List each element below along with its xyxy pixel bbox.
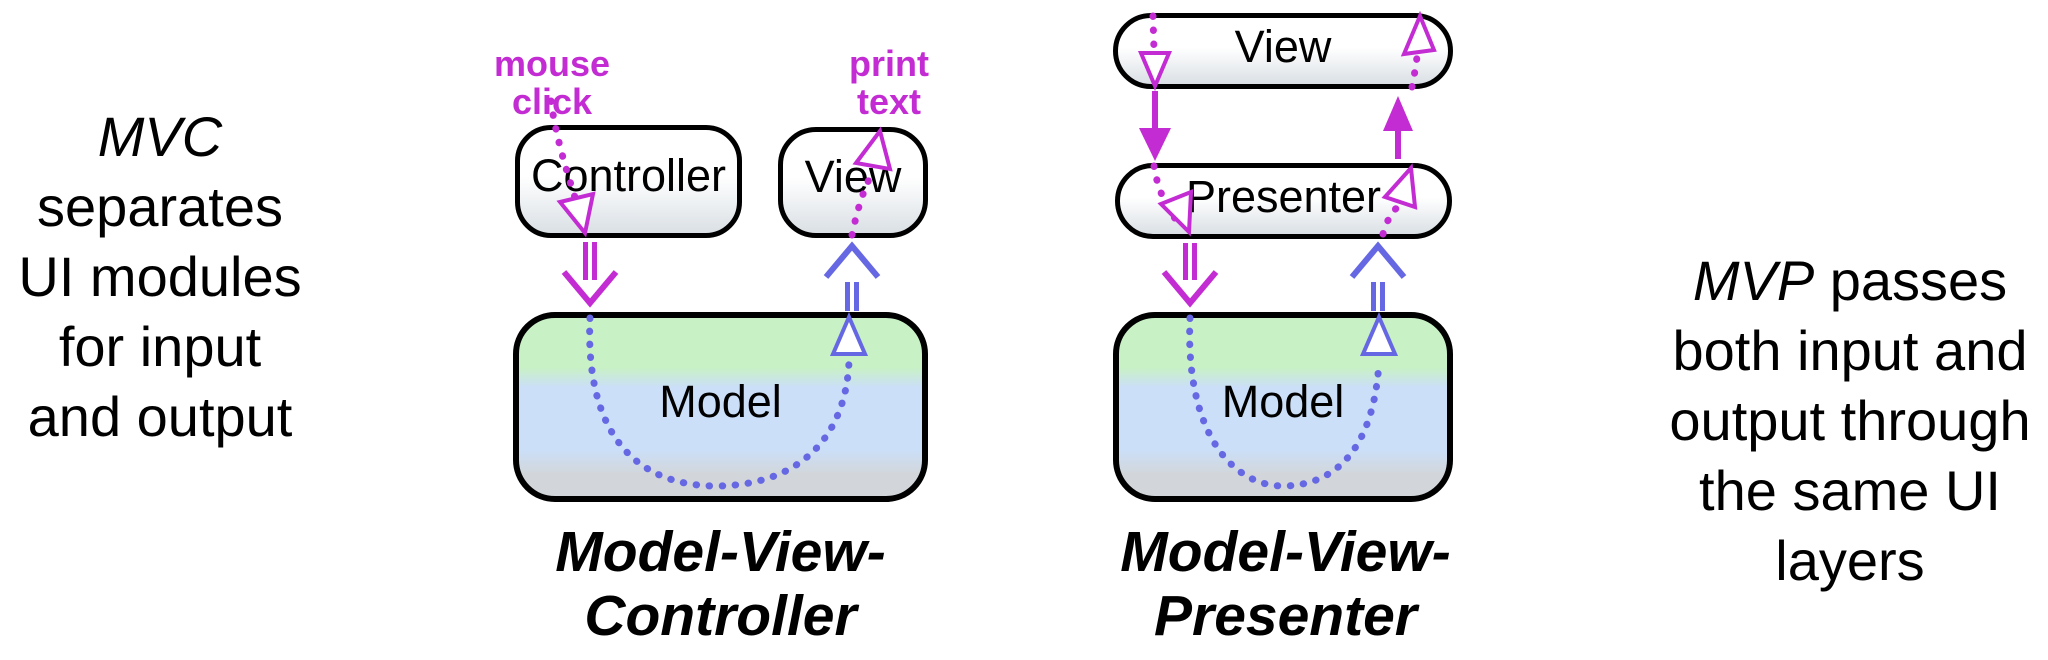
mvp-presenter-label: Presenter: [1185, 171, 1382, 222]
mvc-controller-to-model-arrowhead: [561, 270, 619, 308]
mvp-description-rest: passes: [1814, 249, 2008, 312]
mvc-mouse-click-label: mouse click: [472, 45, 632, 121]
mvp-presenter-box: Presenter: [1115, 163, 1452, 239]
mvp-description-line: MVP passes: [1648, 246, 2048, 316]
mvp-model-label: Model: [1221, 376, 1345, 427]
mvc-description-line: and output: [27, 385, 293, 448]
mvp-term: MVP: [1692, 249, 1815, 312]
mvc-description-line: for input: [58, 315, 262, 378]
mvc-view-label: View: [804, 150, 902, 202]
mvp-caption: Model-View- Presenter: [1108, 520, 1463, 648]
mvp-description-line: layers: [1775, 529, 1925, 592]
mvp-model-to-presenter-arrowhead: [1349, 241, 1407, 279]
mvc-caption: Model-View- Controller: [513, 520, 928, 648]
mvp-caption-line: Model-View-: [1120, 520, 1451, 584]
mvp-model-box: Model: [1113, 312, 1453, 502]
mvc-mouse-click-label-line: mouse: [493, 43, 611, 84]
mvc-model-box: Model: [513, 312, 928, 502]
mvc-model-label: Model: [659, 376, 782, 427]
mvp-description-line: both input and: [1672, 319, 2028, 382]
mvc-description-note: MVC separates UI modules for input and o…: [0, 102, 320, 452]
mvc-description-line: UI modules: [18, 245, 302, 308]
mvc-controller-box: Controller: [515, 125, 742, 238]
mvc-print-text-label-line: text: [856, 81, 922, 122]
mvc-print-text-label: print text: [809, 45, 969, 121]
mvp-presenter-to-view-filled-arrowhead: [1383, 96, 1413, 131]
mvc-description-line: separates: [37, 175, 283, 238]
mvp-presenter-to-model-arrowhead: [1161, 270, 1219, 308]
mvc-print-text-label-line: print: [849, 43, 929, 84]
mvp-description-line: the same UI: [1699, 459, 2001, 522]
mvp-description-line: output through: [1669, 389, 2031, 452]
mvp-view-box: View: [1113, 13, 1453, 89]
mvc-model-to-view-arrowhead: [823, 241, 881, 279]
mvc-caption-line: Model-View-: [555, 520, 886, 584]
mvp-view-label: View: [1234, 21, 1332, 72]
mvc-description-line: MVC: [0, 102, 320, 172]
mvc-view-box: View: [778, 127, 928, 238]
mvp-view-to-presenter-filled-arrowhead: [1139, 128, 1171, 161]
mvc-term: MVC: [97, 105, 223, 168]
mvp-description-note: MVP passes both input and output through…: [1648, 246, 2048, 596]
mvc-mouse-click-label-line: click: [511, 81, 593, 122]
mvp-caption-line: Presenter: [1154, 584, 1417, 648]
mvc-controller-label: Controller: [530, 149, 727, 201]
mvc-caption-line: Controller: [584, 584, 857, 648]
